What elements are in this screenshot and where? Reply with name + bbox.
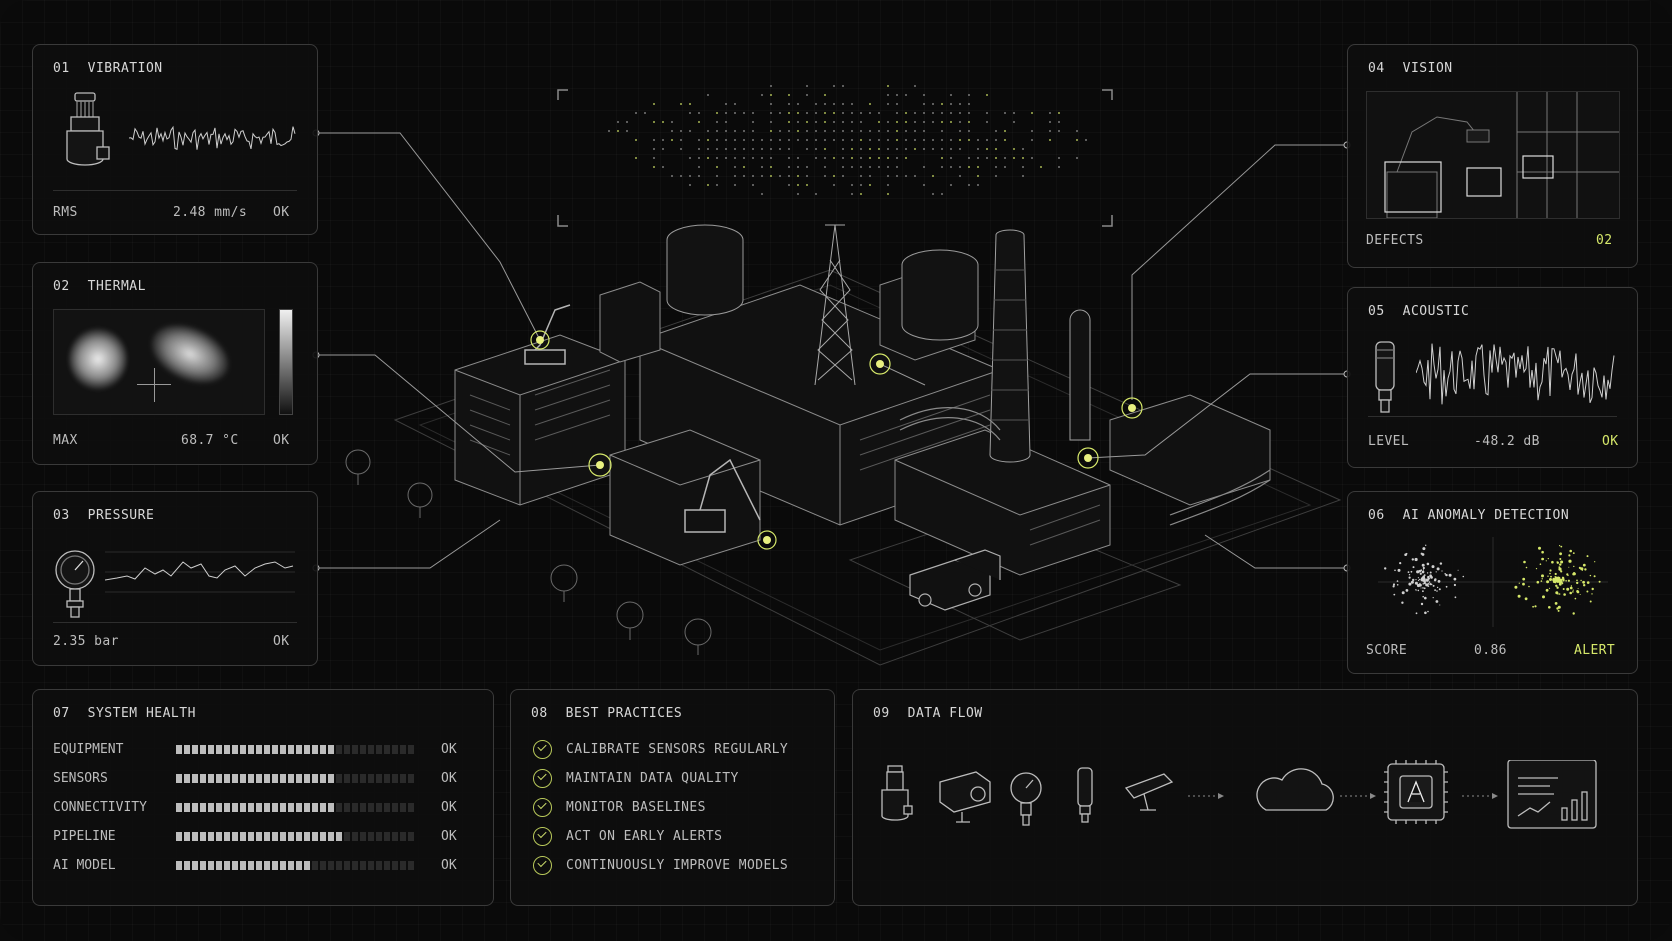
pressure-value: 2.35 bar [53, 634, 119, 649]
vibration-metric: RMS [53, 205, 78, 220]
health-status: OK [441, 800, 457, 815]
practice-item: MAINTAIN DATA QUALITY [533, 769, 739, 788]
anomaly-scatter [1378, 537, 1608, 627]
health-label: SENSORS [53, 771, 108, 786]
acoustic-value: -48.2 dB [1474, 434, 1540, 449]
health-row-connectivity: CONNECTIVITY OK [53, 800, 457, 815]
pressure-status: OK [273, 634, 290, 649]
data-flow-diagram [881, 760, 1597, 829]
health-label: EQUIPMENT [53, 742, 124, 757]
health-row-sensors: SENSORS OK [53, 771, 457, 786]
truck [909, 549, 1001, 611]
security-camera-icon [1124, 773, 1174, 811]
anomaly-metric: SCORE [1366, 643, 1408, 658]
health-status: OK [441, 771, 457, 786]
acoustic-waveform [1416, 343, 1615, 405]
microphone-sensor-icon [1375, 341, 1395, 413]
practice-label: MONITOR BASELINES [566, 800, 706, 815]
scan-frame [557, 89, 1113, 227]
vibration-waveform [129, 125, 296, 151]
thermal-image [53, 309, 265, 415]
thermal-value: 68.7 °C [181, 433, 239, 448]
pressure-trend [105, 551, 295, 593]
thermal-status: OK [273, 433, 290, 448]
practice-label: CONTINUOUSLY IMPROVE MODELS [566, 858, 789, 873]
acoustic-status: OK [1602, 434, 1619, 449]
vibration-status: OK [273, 205, 290, 220]
practice-label: MAINTAIN DATA QUALITY [566, 771, 739, 786]
check-circle-icon [533, 740, 552, 759]
health-label: PIPELINE [53, 829, 116, 844]
acoustic-sensor-icon [1077, 767, 1093, 823]
health-status: OK [441, 829, 457, 844]
health-status: OK [441, 742, 457, 757]
vibration-value: 2.48 mm/s [173, 205, 248, 220]
health-bar [176, 745, 421, 754]
check-circle-icon [533, 856, 552, 875]
sensor-hotspots [530, 330, 1143, 550]
vibration-sensor-icon [881, 765, 913, 821]
health-row-pipeline: PIPELINE OK [53, 829, 457, 844]
health-bar [176, 803, 421, 812]
practice-label: ACT ON EARLY ALERTS [566, 829, 723, 844]
check-circle-icon [533, 769, 552, 788]
dashboard-icon [1507, 760, 1597, 829]
check-circle-icon [533, 798, 552, 817]
practice-item: MONITOR BASELINES [533, 798, 706, 817]
vision-metric: DEFECTS [1366, 233, 1424, 248]
practice-item: CONTINUOUSLY IMPROVE MODELS [533, 856, 788, 875]
health-bar [176, 832, 421, 841]
health-bar [176, 774, 421, 783]
vibration-sensor-icon [66, 92, 110, 166]
vision-defects-value: 02 [1596, 233, 1613, 248]
health-status: OK [441, 858, 457, 873]
pressure-gauge-icon [55, 550, 95, 618]
anomaly-status: ALERT [1574, 643, 1616, 658]
point-cloud [608, 85, 1087, 195]
health-row-ai-model: AI MODEL OK [53, 858, 457, 873]
health-label: AI MODEL [53, 858, 116, 873]
vision-camera-view [1366, 91, 1620, 219]
cloud-icon [1256, 768, 1334, 811]
practice-label: CALIBRATE SENSORS REGULARLY [566, 742, 789, 757]
thermal-scale [279, 309, 293, 415]
practice-item: CALIBRATE SENSORS REGULARLY [533, 740, 788, 759]
pressure-gauge-icon [1010, 772, 1042, 826]
thermal-camera-icon [939, 771, 991, 823]
health-row-equipment: EQUIPMENT OK [53, 742, 457, 757]
health-label: CONNECTIVITY [53, 800, 147, 815]
ai-chip-icon [1384, 760, 1448, 824]
anomaly-score-value: 0.86 [1474, 643, 1507, 658]
thermal-metric: MAX [53, 433, 78, 448]
acoustic-metric: LEVEL [1368, 434, 1410, 449]
health-bar [176, 861, 421, 870]
check-circle-icon [533, 827, 552, 846]
practice-item: ACT ON EARLY ALERTS [533, 827, 722, 846]
